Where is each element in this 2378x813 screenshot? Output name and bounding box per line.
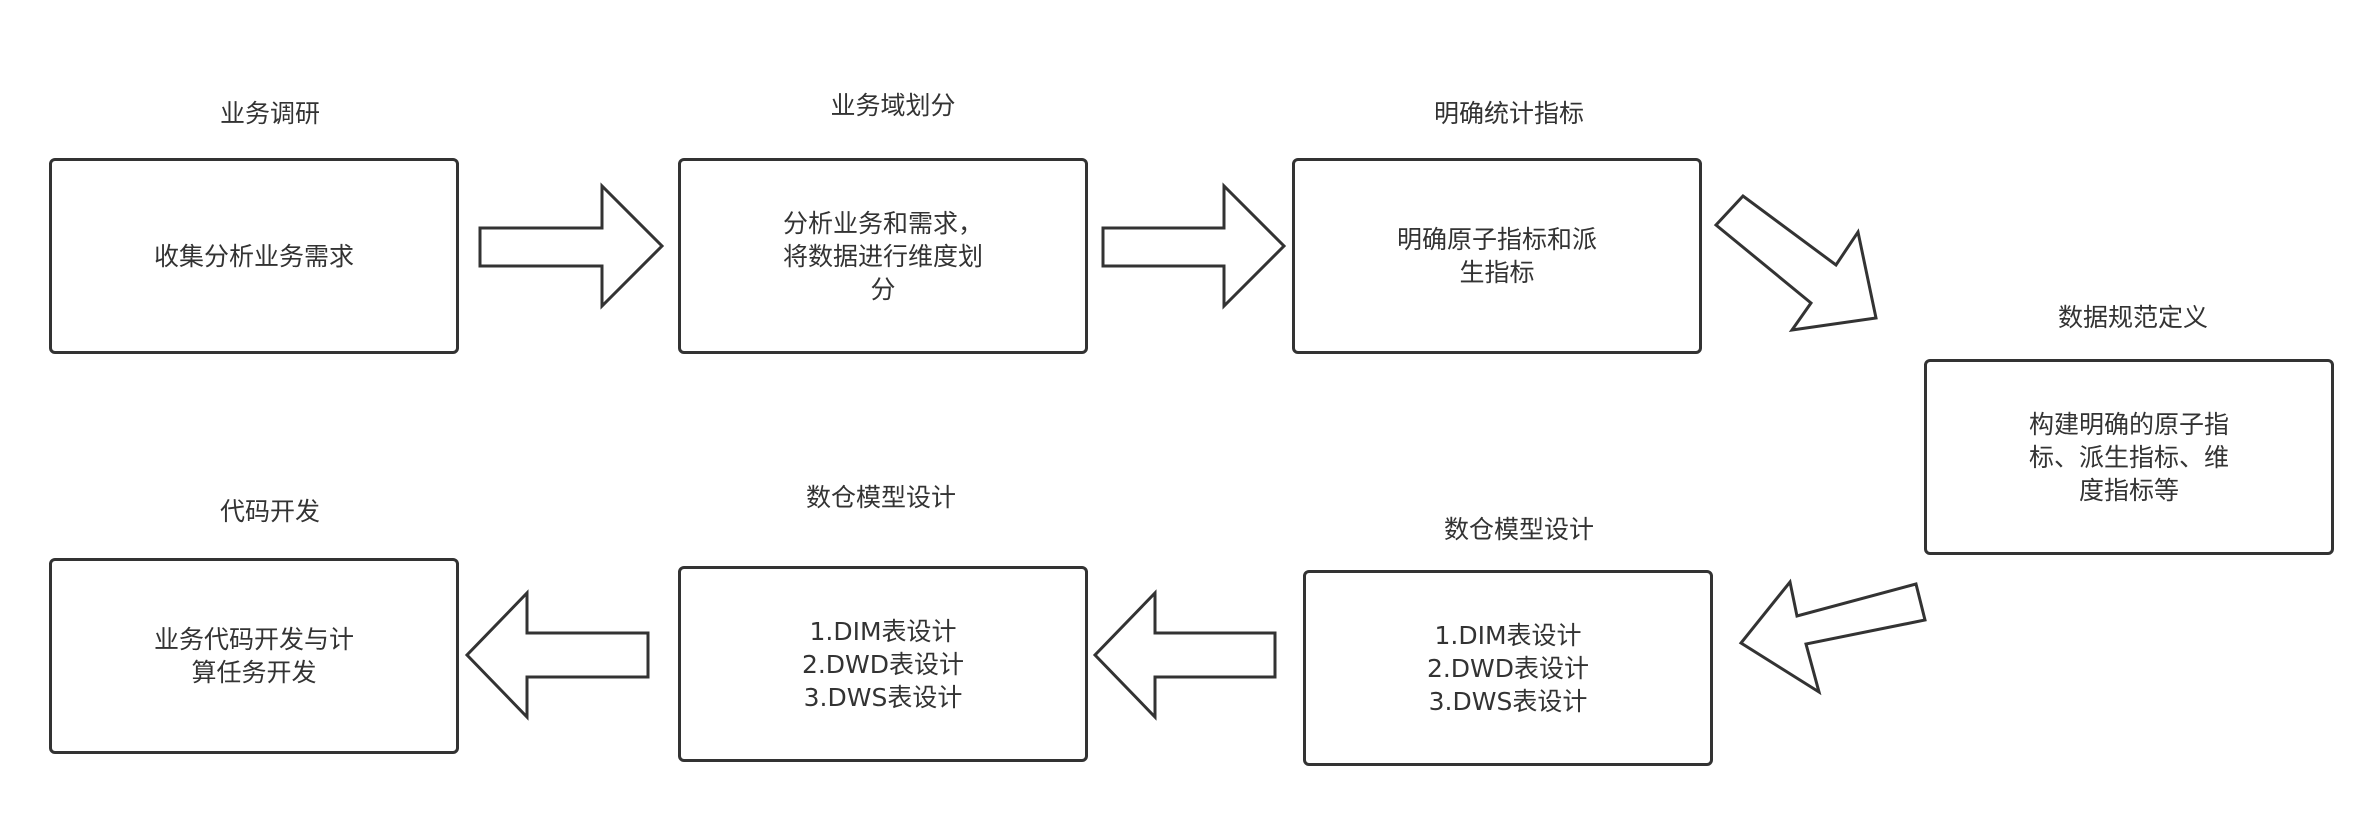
step-text: 收集分析业务需求 (153, 241, 354, 271)
step-box-business-research: 收集分析业务需求 (49, 158, 459, 354)
step-title-model-design-left: 数仓模型设计 (805, 483, 957, 512)
step-text: 分析业务和需求，将数据进行维度划分 (782, 208, 983, 304)
step-box-domain-division: 分析业务和需求，将数据进行维度划分 (678, 158, 1088, 354)
arrow-diagonal-down (1713, 193, 1878, 332)
step-box-metrics: 明确原子指标和派生指标 (1292, 158, 1702, 354)
arrow-left-1 (1092, 589, 1277, 721)
arrow-right-1 (478, 182, 665, 310)
step-title-model-design-right: 数仓模型设计 (1443, 515, 1595, 544)
step-title-business-research: 业务调研 (219, 99, 321, 128)
step-text: 构建明确的原子指标、派生指标、维度指标等 (2028, 409, 2229, 505)
arrow-left-2 (464, 589, 650, 721)
step-title-data-standard: 数据规范定义 (2057, 303, 2209, 332)
arrow-left-diagonal (1738, 578, 1927, 696)
step-title-metrics: 明确统计指标 (1433, 99, 1585, 128)
step-box-data-standard: 构建明确的原子指标、派生指标、维度指标等 (1924, 359, 2334, 555)
step-text: 明确原子指标和派生指标 (1396, 225, 1597, 287)
step-title-domain-division: 业务域划分 (830, 91, 956, 120)
step-title-code-dev: 代码开发 (219, 497, 321, 526)
step-box-code-dev: 业务代码开发与计算任务开发 (49, 558, 459, 754)
arrow-right-2 (1101, 182, 1287, 310)
step-text: 业务代码开发与计算任务开发 (153, 625, 354, 687)
